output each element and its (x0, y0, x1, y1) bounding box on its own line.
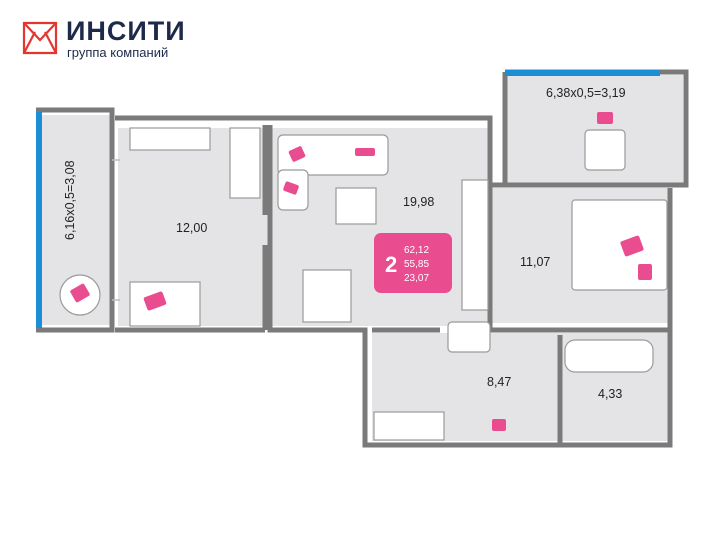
dining-table (302, 269, 352, 323)
area-kitchen: 23,07 (404, 273, 429, 284)
room-label-loggia-left: 6,16x0,5=3,08 (63, 160, 77, 240)
outer-wall-left (36, 107, 115, 333)
area-living: 55,85 (404, 259, 429, 270)
cushion-bed-left (143, 291, 167, 311)
accent-cushions (70, 112, 652, 431)
bathtub (564, 339, 654, 373)
area-badge-bg (374, 233, 452, 293)
brand-name: ИНСИТИ (66, 16, 186, 46)
rooms-count: 2 (385, 252, 397, 277)
wardrobe-hall (373, 411, 445, 441)
walls (36, 69, 689, 448)
company-logo: ИНСИТИ группа компаний (22, 16, 222, 62)
cushion-arm (283, 181, 299, 195)
slippers (492, 419, 506, 431)
room-label-balcony-top: 6,38x0,5=3,19 (546, 86, 626, 100)
hall-mat (447, 321, 491, 353)
desk (129, 127, 211, 151)
coffee-table (335, 187, 377, 225)
sofa (277, 134, 389, 176)
glazing (36, 70, 660, 328)
cushion-bed-right-a (620, 235, 644, 257)
room-label-bedroom-right: 11,07 (520, 255, 550, 269)
wardrobe-left (229, 127, 261, 199)
outer-wall-main (115, 115, 505, 188)
area-total: 62,12 (404, 245, 429, 256)
cushion-sofa-b (355, 148, 375, 156)
bed-right (571, 199, 668, 291)
cushion-balcony (597, 112, 613, 124)
cushion-sofa-a (288, 146, 306, 162)
cushion-bed-right-b (638, 264, 652, 280)
balcony-table (584, 129, 626, 171)
wall-thin (112, 159, 120, 301)
cushion-armchair (70, 283, 90, 303)
room-label-bedroom: 12,00 (176, 221, 207, 235)
room-label-bath: 4,33 (598, 387, 622, 401)
logo-mark-icon (22, 21, 58, 55)
window-sill-left (112, 159, 120, 301)
room-label-living: 19,98 (403, 195, 434, 209)
brand-subtitle: группа компаний (67, 45, 169, 60)
area-badge: 2 62,12 55,85 23,07 (374, 233, 452, 293)
room-label-hall: 8,47 (487, 375, 511, 389)
kitchen-counter (461, 179, 489, 311)
outer-wall-right (267, 125, 673, 448)
